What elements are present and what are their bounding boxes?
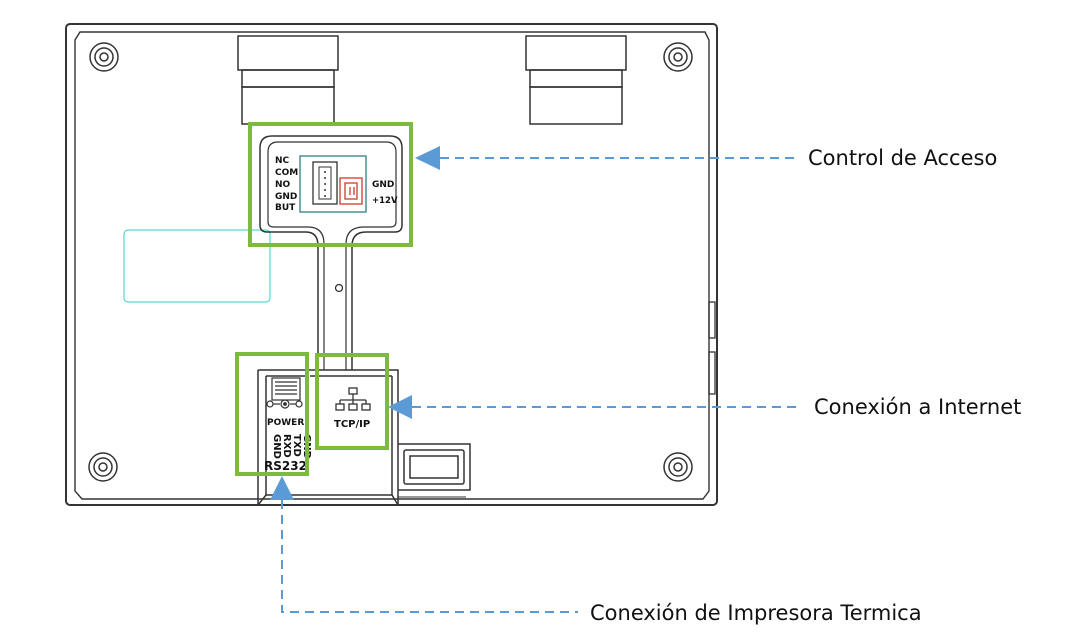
power-12v-connector [339,177,363,205]
screw-hole-top-right [663,42,693,72]
tcpip-label: TCP/IP [334,419,370,430]
arrow-printer [270,476,578,613]
pin-label-no: NO [275,180,291,190]
side-switch [708,301,716,395]
pin-label-12v: +12V [372,196,398,206]
power-label: POWER [267,418,304,428]
screw-hole-top-left [89,42,119,72]
rs232-label: RS232 [264,459,307,473]
callout-access-control: Control de Acceso [808,146,998,170]
pin-label-gnd-right: GND [372,180,394,190]
screw-hole-bottom-right [663,452,693,482]
pin-label-com: COM [275,168,298,178]
ethernet-port [398,443,471,491]
rs232-pin-txd: TXD [291,434,302,457]
screw-hole-bottom-left [88,452,118,482]
lower-connector-block [257,369,399,506]
callout-printer: Conexión de Impresora Termica [590,601,922,625]
connector-plate-outline-inner [267,141,397,370]
callout-internet: Conexión a Internet [814,395,1022,419]
rs232-pin-rxd: RXD [281,434,292,458]
connector-plate-outline [259,135,403,370]
pin-label-but: BUT [275,203,296,213]
plate-hole [334,283,344,293]
highlight-access-control [248,122,413,247]
relay-terminal-connector [299,155,367,213]
power-polarity-icon [266,399,303,409]
highlight-tcpip [315,353,389,450]
highlight-rs232 [235,352,309,476]
pin-label-nc: NC [275,156,290,166]
power-jack [271,377,301,401]
pin-label-gnd: GND [275,192,297,202]
network-icon [335,387,371,411]
label-sticker-area [123,229,271,303]
device-housing [65,23,718,506]
arrow-internet [388,395,800,419]
rs232-pin-gnd: GND [271,434,282,459]
mounting-bracket-left [237,35,339,125]
arrow-access-control [415,146,800,170]
mounting-bracket-right [525,35,627,125]
